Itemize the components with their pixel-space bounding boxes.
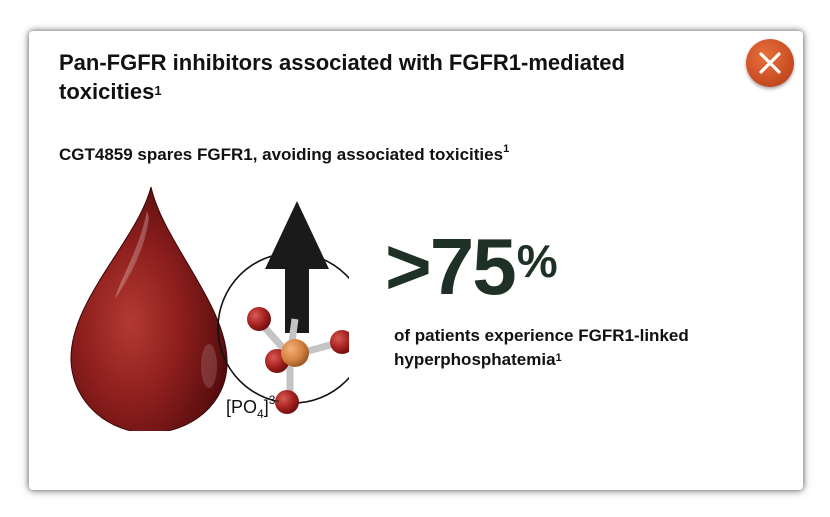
stat-footnote-ref[interactable]: 1 [555, 352, 562, 364]
stat-description: of patients experience FGFR1-linked hype… [394, 324, 774, 372]
up-arrow-icon [265, 201, 329, 333]
formula-suffix: ] [263, 397, 269, 417]
hyperphosphatemia-illustration [70, 186, 349, 431]
modal-subtitle: CGT4859 spares FGFR1, avoiding associate… [59, 143, 510, 165]
title-footnote-ref[interactable]: 1 [154, 83, 162, 98]
phosphate-formula: [PO4]3- [226, 393, 279, 421]
formula-subscript: 4 [257, 407, 264, 421]
close-button[interactable] [746, 39, 794, 87]
formula-charge: 3- [268, 393, 280, 407]
molecule-circle [217, 252, 349, 404]
close-icon [759, 52, 781, 74]
modal-title: Pan-FGFR inhibitors associated with FGFR… [59, 48, 699, 106]
stat-percent-sign: % [516, 235, 558, 287]
stat-value: >75% [385, 227, 558, 307]
modal-subtitle-text: CGT4859 spares FGFR1, avoiding associate… [59, 145, 504, 164]
phosphate-molecule-icon [247, 307, 349, 414]
modal-dialog: Pan-FGFR inhibitors associated with FGFR… [29, 31, 803, 490]
stat-description-text: of patients experience FGFR1-linked hype… [394, 326, 689, 369]
formula-prefix: [PO [226, 397, 258, 417]
stat-number: >75 [385, 222, 517, 311]
subtitle-footnote-ref[interactable]: 1 [503, 143, 510, 155]
blood-drop-icon [70, 186, 228, 431]
modal-title-text: Pan-FGFR inhibitors associated with FGFR… [59, 50, 625, 104]
